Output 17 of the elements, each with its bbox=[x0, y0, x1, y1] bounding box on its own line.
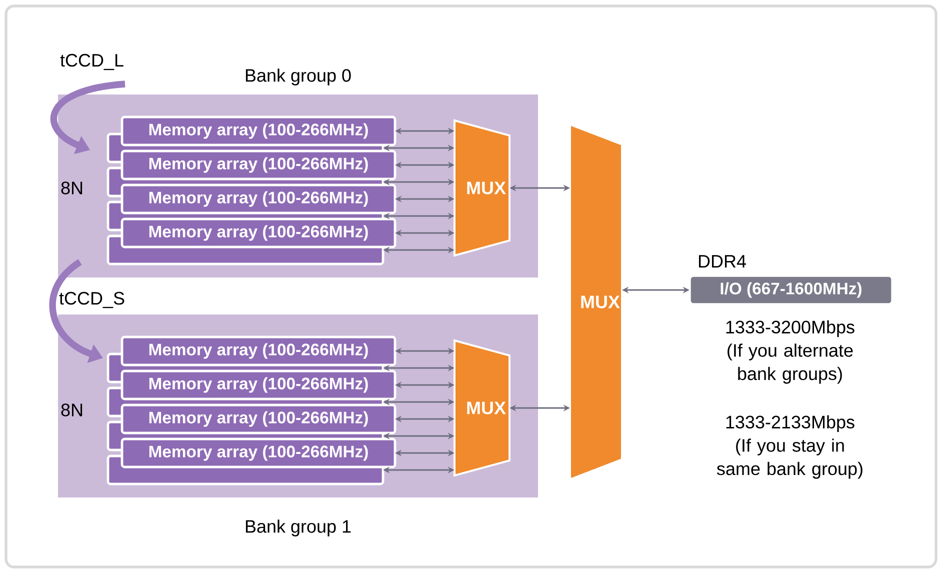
memory-array-box: Memory array (100-266MHz) bbox=[120, 404, 396, 434]
memory-array-box: Memory array (100-266MHz) bbox=[120, 184, 396, 214]
memory-array-box: Memory array (100-266MHz) bbox=[120, 370, 396, 400]
memory-array-box: Memory array (100-266MHz) bbox=[120, 218, 396, 248]
memory-array-box: Memory array (100-266MHz) bbox=[120, 336, 396, 366]
timing-label: tCCD_S bbox=[59, 292, 124, 308]
memory-array-box: Memory array (100-266MHz) bbox=[120, 438, 396, 468]
io-box: I/O (667-1600MHz) bbox=[688, 274, 894, 306]
timing-label: 8N bbox=[61, 404, 82, 416]
memory-array-box: Memory array (100-266MHz) bbox=[120, 150, 396, 180]
note: 1333-2133Mbps (If you stay in same bank group) bbox=[716, 415, 862, 479]
node-label: Bank group 1 bbox=[246, 520, 351, 536]
timing-label: tCCD_L bbox=[60, 54, 124, 70]
memory-array-box: Memory array (100-266MHz) bbox=[120, 116, 396, 146]
node-label: Bank group 0 bbox=[246, 68, 351, 86]
timing-label: 8N bbox=[61, 182, 82, 194]
ddr-label: DDR4 bbox=[699, 255, 746, 268]
